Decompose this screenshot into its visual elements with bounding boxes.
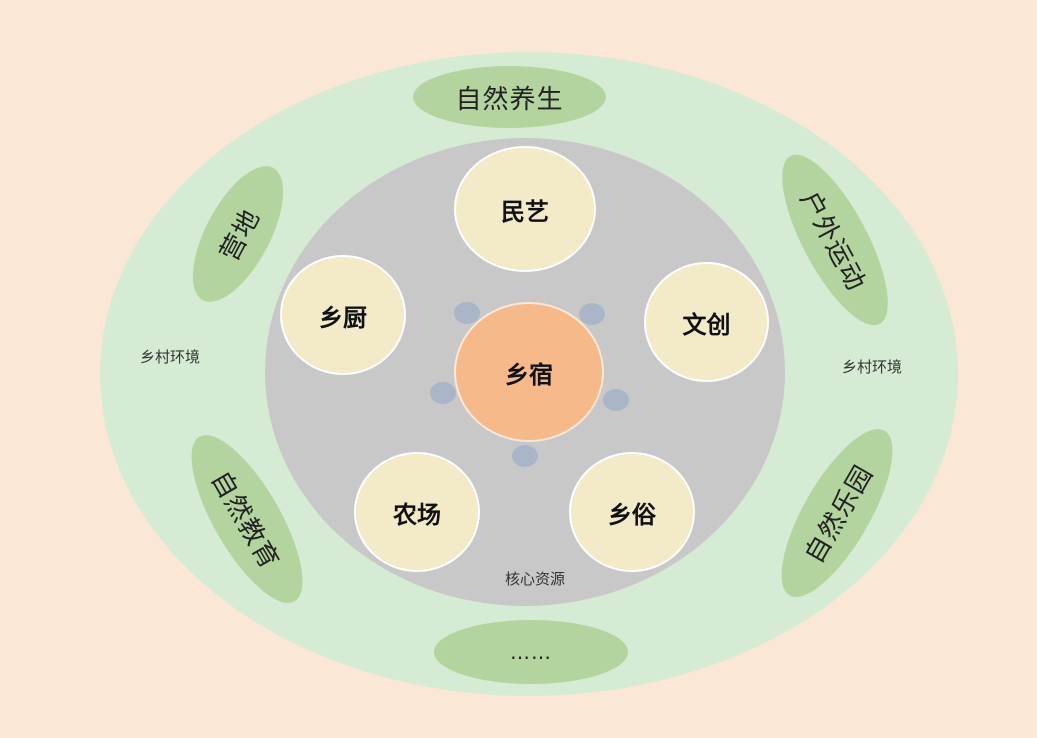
core-item-bottom-left: 农场 [354, 452, 480, 572]
core-item-right: 文创 [644, 262, 769, 382]
connector-dot [603, 389, 629, 411]
connector-dot [579, 303, 605, 325]
core-item-bottom-right: 乡俗 [569, 452, 695, 572]
core-item-top: 民艺 [454, 146, 596, 272]
connector-dot [454, 302, 480, 324]
connector-dot [430, 382, 456, 404]
center-core-item: 乡宿 [454, 302, 604, 442]
core-area-label: 核心资源 [504, 569, 565, 588]
core-item-left: 乡厨 [280, 255, 406, 375]
outer-item-bottom: …… [434, 620, 628, 684]
connector-dot [512, 445, 538, 467]
outer-item-top: 自然养生 [413, 66, 606, 128]
outer-ring-left-label: 乡村环境 [139, 347, 200, 366]
outer-ring-right-label: 乡村环境 [841, 357, 902, 376]
